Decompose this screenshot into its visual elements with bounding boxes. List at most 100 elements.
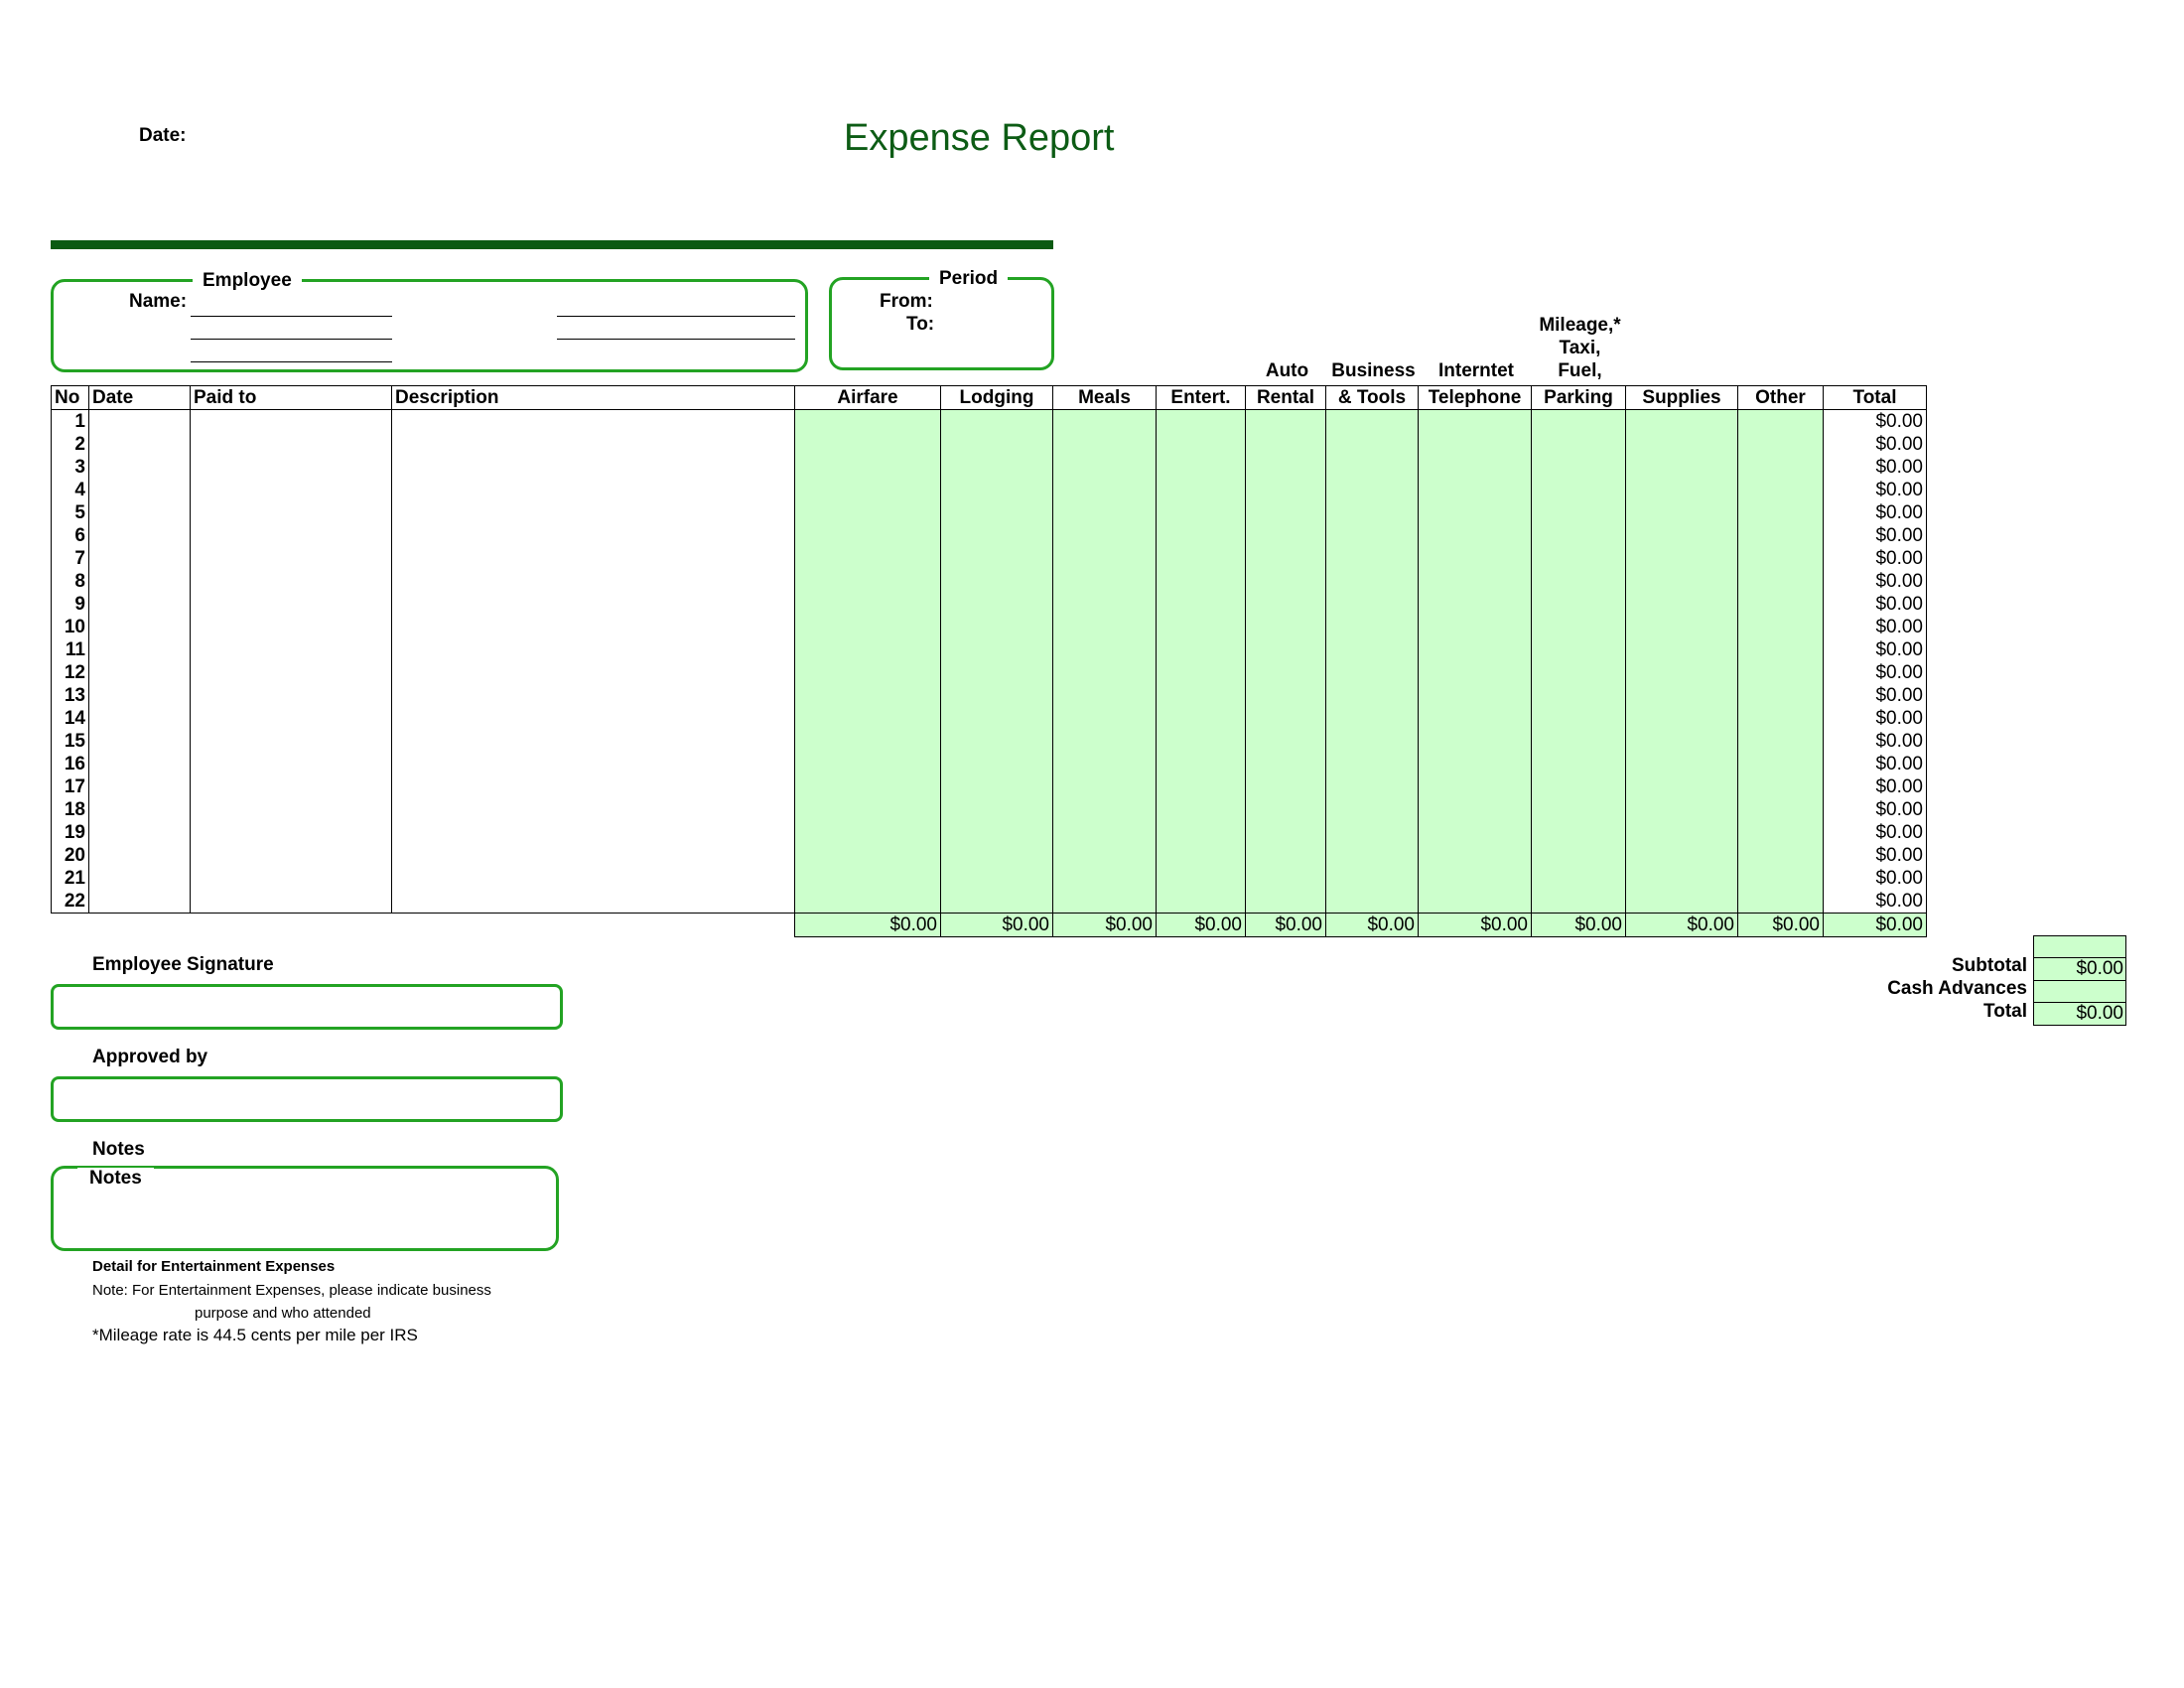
airfare-cell[interactable] [794, 638, 941, 661]
date-cell[interactable] [88, 844, 191, 867]
date-cell[interactable] [88, 456, 191, 479]
meals-cell[interactable] [1052, 684, 1157, 707]
date-cell[interactable] [88, 730, 191, 753]
other-cell[interactable] [1737, 501, 1824, 524]
tools-cell[interactable] [1325, 593, 1419, 616]
parking-cell[interactable] [1531, 547, 1626, 570]
meals-cell[interactable] [1052, 433, 1157, 456]
telephone-cell[interactable] [1418, 684, 1532, 707]
paid-to-cell[interactable] [190, 730, 392, 753]
airfare-cell[interactable] [794, 479, 941, 501]
description-cell[interactable] [391, 433, 795, 456]
airfare-cell[interactable] [794, 456, 941, 479]
supplies-cell[interactable] [1625, 890, 1738, 914]
airfare-cell[interactable] [794, 684, 941, 707]
lodging-cell[interactable] [940, 456, 1053, 479]
other-cell[interactable] [1737, 775, 1824, 798]
paid-to-cell[interactable] [190, 821, 392, 844]
other-cell[interactable] [1737, 524, 1824, 547]
supplies-cell[interactable] [1625, 409, 1738, 433]
telephone-cell[interactable] [1418, 479, 1532, 501]
description-cell[interactable] [391, 570, 795, 593]
tools-cell[interactable] [1325, 479, 1419, 501]
tools-cell[interactable] [1325, 616, 1419, 638]
description-cell[interactable] [391, 616, 795, 638]
airfare-cell[interactable] [794, 867, 941, 890]
parking-cell[interactable] [1531, 570, 1626, 593]
telephone-cell[interactable] [1418, 753, 1532, 775]
paid-to-cell[interactable] [190, 501, 392, 524]
rental-cell[interactable] [1245, 501, 1326, 524]
supplies-cell[interactable] [1625, 456, 1738, 479]
rental-cell[interactable] [1245, 890, 1326, 914]
supplies-cell[interactable] [1625, 707, 1738, 730]
entert-cell[interactable] [1156, 867, 1246, 890]
telephone-cell[interactable] [1418, 433, 1532, 456]
rental-cell[interactable] [1245, 821, 1326, 844]
tools-cell[interactable] [1325, 730, 1419, 753]
airfare-cell[interactable] [794, 844, 941, 867]
paid-to-cell[interactable] [190, 867, 392, 890]
telephone-cell[interactable] [1418, 547, 1532, 570]
paid-to-cell[interactable] [190, 409, 392, 433]
other-cell[interactable] [1737, 798, 1824, 821]
rental-cell[interactable] [1245, 570, 1326, 593]
employee-signature-field[interactable] [51, 984, 563, 1030]
notes-field[interactable] [51, 1166, 559, 1251]
entert-cell[interactable] [1156, 433, 1246, 456]
date-cell[interactable] [88, 707, 191, 730]
date-cell[interactable] [88, 775, 191, 798]
airfare-cell[interactable] [794, 501, 941, 524]
rental-cell[interactable] [1245, 524, 1326, 547]
parking-cell[interactable] [1531, 730, 1626, 753]
supplies-cell[interactable] [1625, 570, 1738, 593]
supplies-cell[interactable] [1625, 479, 1738, 501]
parking-cell[interactable] [1531, 707, 1626, 730]
airfare-cell[interactable] [794, 798, 941, 821]
supplies-cell[interactable] [1625, 661, 1738, 684]
entert-cell[interactable] [1156, 638, 1246, 661]
paid-to-cell[interactable] [190, 433, 392, 456]
date-cell[interactable] [88, 661, 191, 684]
other-cell[interactable] [1737, 730, 1824, 753]
meals-cell[interactable] [1052, 730, 1157, 753]
tools-cell[interactable] [1325, 547, 1419, 570]
supplies-cell[interactable] [1625, 821, 1738, 844]
parking-cell[interactable] [1531, 593, 1626, 616]
telephone-cell[interactable] [1418, 570, 1532, 593]
date-cell[interactable] [88, 753, 191, 775]
other-cell[interactable] [1737, 570, 1824, 593]
date-cell[interactable] [88, 433, 191, 456]
date-cell[interactable] [88, 638, 191, 661]
parking-cell[interactable] [1531, 524, 1626, 547]
supplies-cell[interactable] [1625, 798, 1738, 821]
lodging-cell[interactable] [940, 890, 1053, 914]
description-cell[interactable] [391, 707, 795, 730]
supplies-cell[interactable] [1625, 524, 1738, 547]
name-line-3[interactable] [191, 361, 392, 362]
supplies-cell[interactable] [1625, 775, 1738, 798]
telephone-cell[interactable] [1418, 821, 1532, 844]
date-cell[interactable] [88, 547, 191, 570]
tools-cell[interactable] [1325, 684, 1419, 707]
meals-cell[interactable] [1052, 501, 1157, 524]
meals-cell[interactable] [1052, 707, 1157, 730]
description-cell[interactable] [391, 798, 795, 821]
airfare-cell[interactable] [794, 707, 941, 730]
telephone-cell[interactable] [1418, 593, 1532, 616]
airfare-cell[interactable] [794, 409, 941, 433]
parking-cell[interactable] [1531, 821, 1626, 844]
rental-cell[interactable] [1245, 707, 1326, 730]
supplies-cell[interactable] [1625, 867, 1738, 890]
entert-cell[interactable] [1156, 844, 1246, 867]
description-cell[interactable] [391, 501, 795, 524]
rental-cell[interactable] [1245, 730, 1326, 753]
cash-advances-value[interactable] [2033, 980, 2126, 1003]
lodging-cell[interactable] [940, 684, 1053, 707]
paid-to-cell[interactable] [190, 798, 392, 821]
supplies-cell[interactable] [1625, 684, 1738, 707]
paid-to-cell[interactable] [190, 775, 392, 798]
date-cell[interactable] [88, 821, 191, 844]
other-cell[interactable] [1737, 684, 1824, 707]
rental-cell[interactable] [1245, 433, 1326, 456]
